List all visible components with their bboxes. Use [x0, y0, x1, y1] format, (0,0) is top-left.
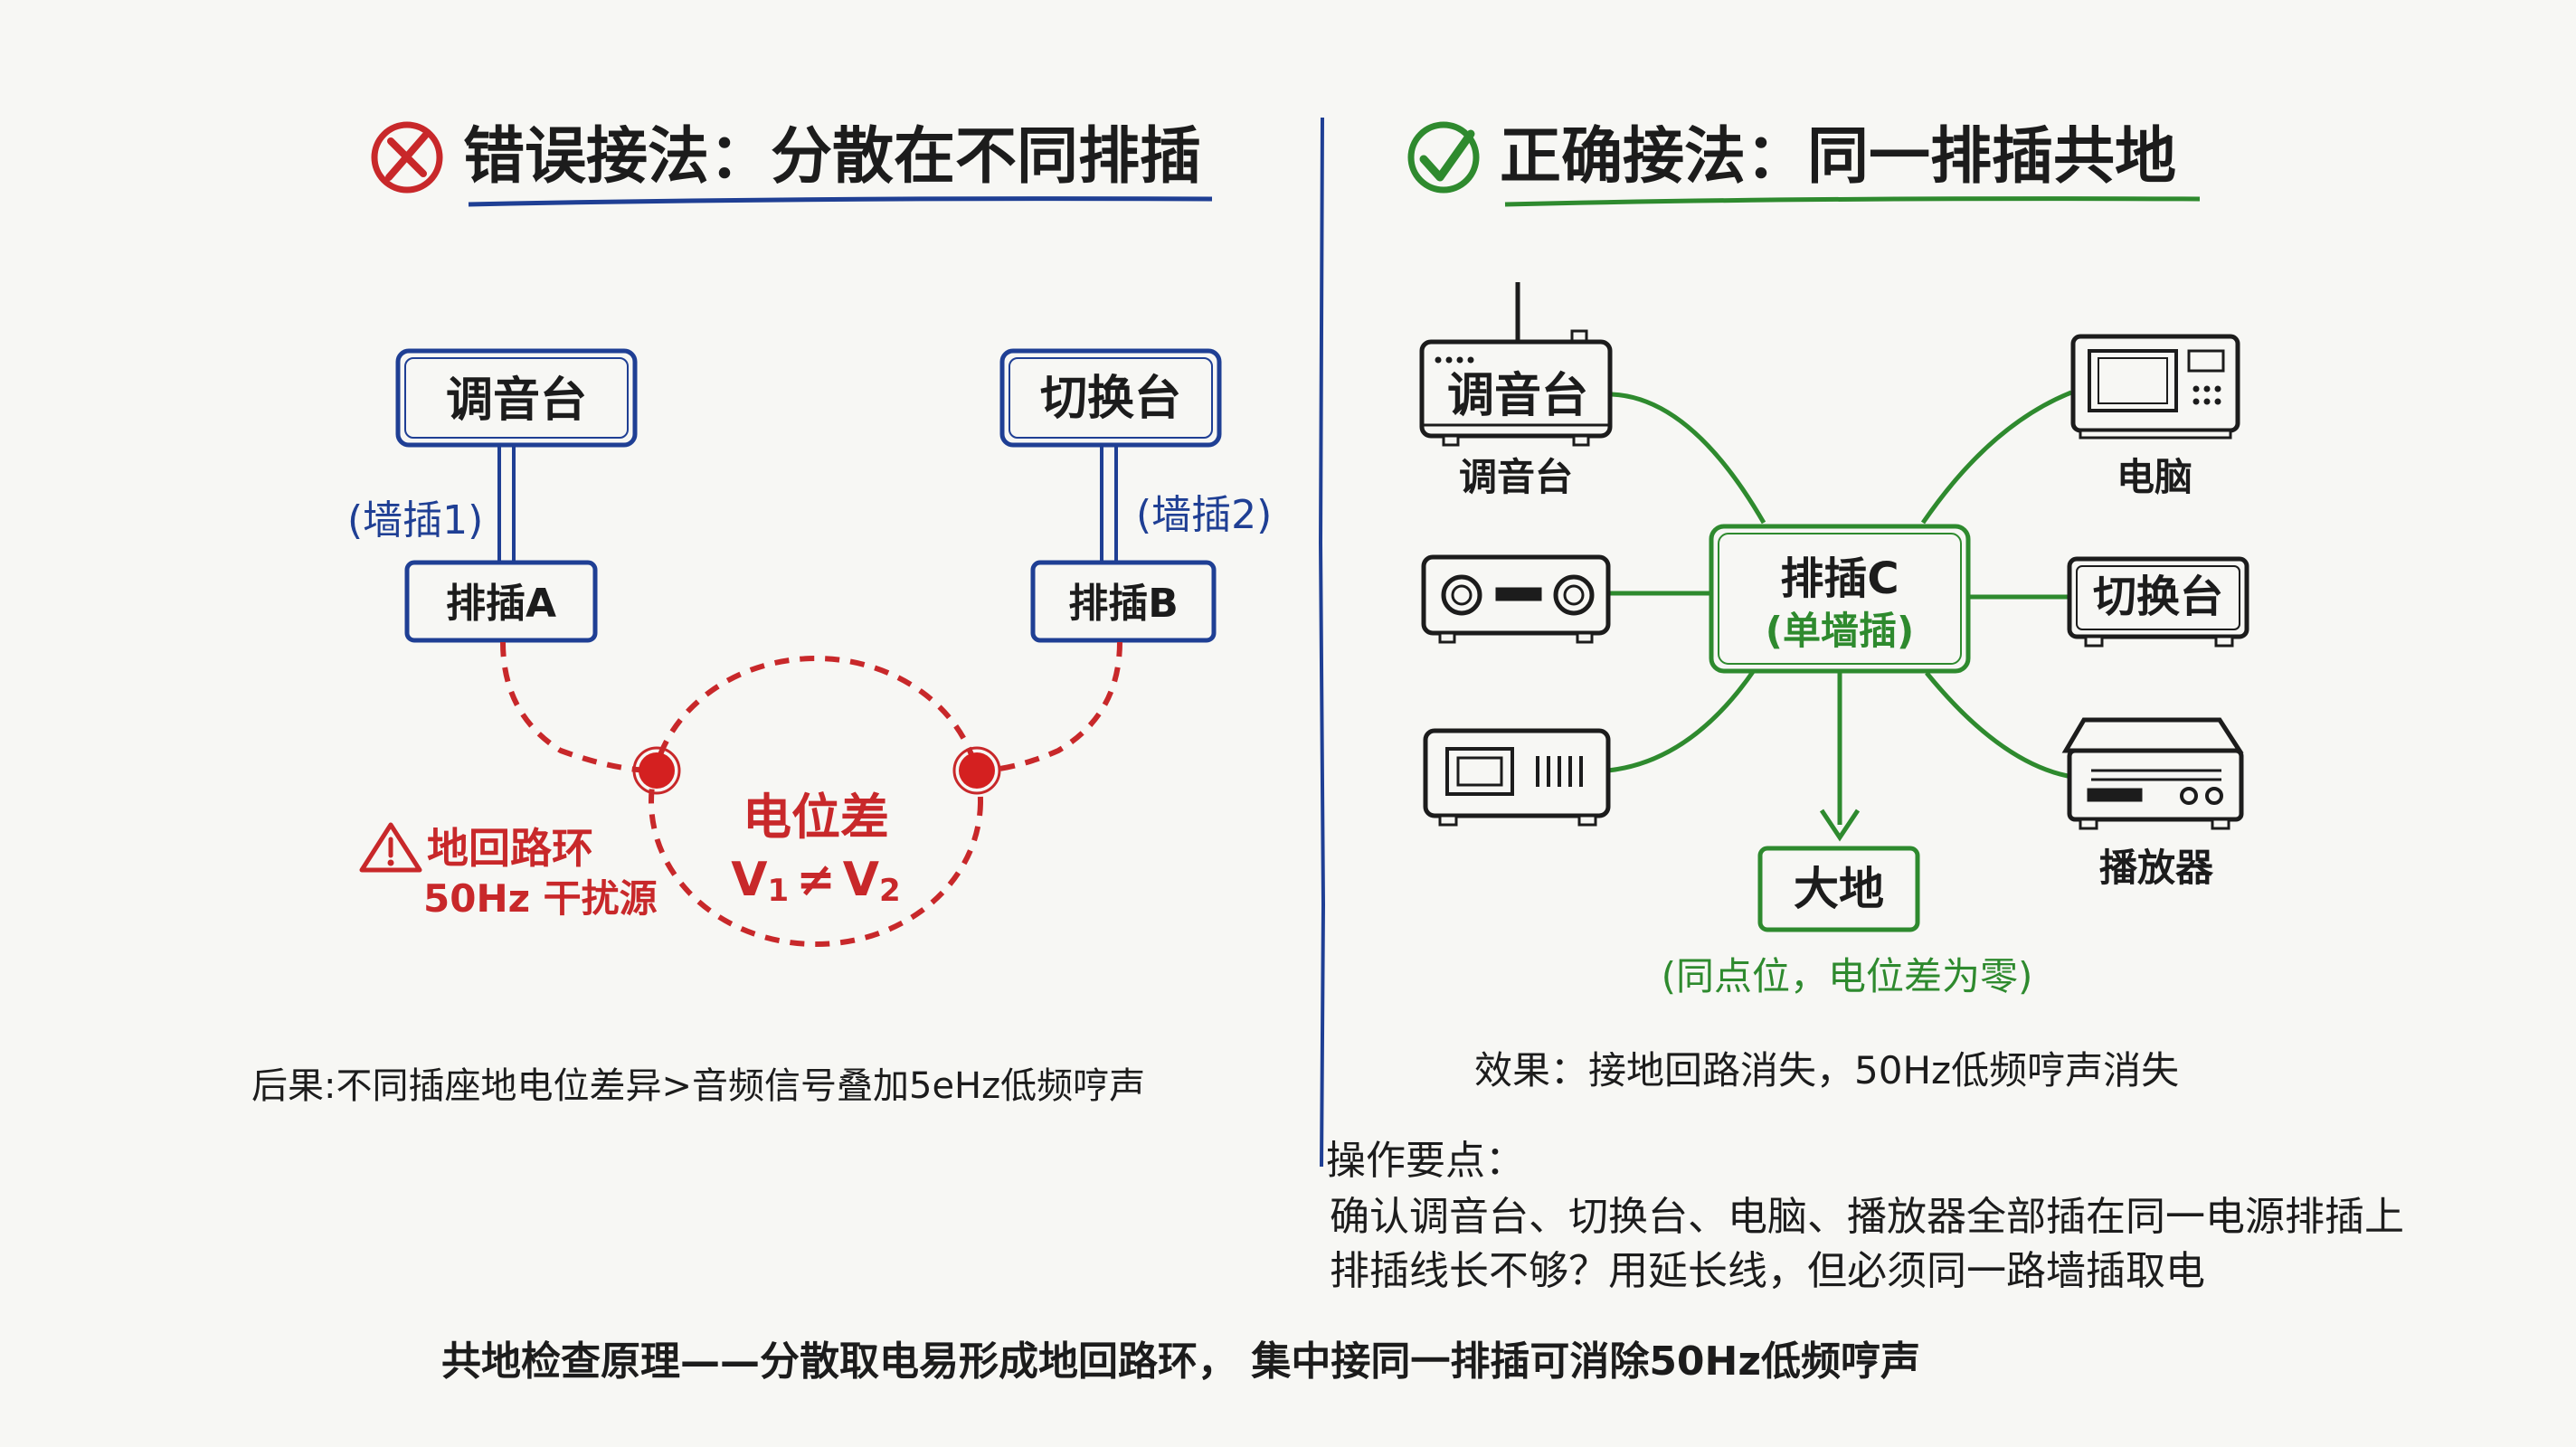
strip-b-label: 排插B [1068, 581, 1179, 627]
receiver-device-icon [1423, 728, 1611, 827]
computer-device-icon [2070, 334, 2240, 440]
right-connections [1607, 390, 2072, 842]
wrong-title-group: 错误接法：分散在不同排插 [371, 121, 1213, 207]
wall-socket-1-label: (墙插1) [347, 497, 483, 544]
interference-source-label: 50Hz 干扰源 [423, 876, 658, 921]
tips-line-1: 确认调音台、切换台、电脑、播放器全部插在同一电源排插上 [1330, 1194, 2404, 1240]
ground-loop [500, 641, 1122, 947]
warning-icon [359, 822, 422, 873]
potential-formula: V1≠V2 [731, 853, 900, 909]
strip-c-label: 排插C [1780, 553, 1899, 604]
tips-title: 操作要点： [1326, 1138, 1525, 1184]
mixer-cable [497, 445, 516, 563]
mixer-label: 调音台 [446, 374, 587, 428]
amplifier-device-icon [1421, 554, 1611, 644]
mixer-device-icon: 调音台 [1419, 282, 1613, 447]
switcher-label: 切换台 [1040, 372, 1181, 426]
mixer-caption: 调音台 [1459, 455, 1573, 499]
strip-a-box: 排插A [404, 560, 598, 643]
computer-caption: 电脑 [2117, 455, 2192, 499]
tips-line-2: 排插线长不够？用延长线，但必须同一路墙插取电 [1330, 1248, 2205, 1294]
strip-b-box: 排插B [1030, 560, 1217, 643]
loop-node-left [632, 746, 681, 795]
switcher-device-text: 切换台 [2093, 572, 2223, 622]
switcher-cable [1100, 445, 1118, 563]
footer-summary: 共地检查原理——分散取电易形成地回路环， 集中接同一排插可消除50Hz低频哼声 [441, 1338, 1920, 1385]
player-device-icon [2061, 717, 2244, 830]
potential-v1: V [731, 853, 767, 907]
potential-v2-sub: 2 [879, 873, 901, 909]
mixer-box: 调音台 [395, 348, 638, 448]
ground-loop-label: 地回路环 [427, 824, 593, 873]
loop-node-right [952, 746, 1001, 795]
strip-a-label: 排插A [446, 581, 556, 627]
ground-box: 大地 [1757, 846, 1920, 932]
center-divider [1318, 117, 1326, 1168]
potential-v2: V [843, 853, 879, 907]
strip-c-sublabel: (单墙插) [1766, 609, 1914, 653]
potential-neq: ≠ [796, 853, 836, 907]
wrong-title: 错误接法：分散在不同排插 [463, 121, 1201, 193]
mixer-device-text: 调音台 [1447, 369, 1588, 423]
consequence-text: 后果:不同插座地电位差异>音频信号叠加5eHz低频哼声 [251, 1065, 1145, 1107]
check-icon [1407, 121, 1480, 194]
switcher-box: 切换台 [999, 348, 1222, 448]
right-title-underline [1504, 196, 2201, 207]
ground-note: (同点位，电位差为零) [1662, 954, 2033, 998]
strip-c-box: 排插C (单墙插) [1709, 524, 1971, 674]
right-title: 正确接法：同一排插共地 [1500, 121, 2176, 193]
wrong-title-underline [468, 196, 1213, 207]
potential-v1-sub: 1 [768, 873, 790, 909]
right-title-group: 正确接法：同一排插共地 [1407, 121, 2201, 207]
effect-text: 效果：接地回路消失，50Hz低频哼声消失 [1474, 1048, 2179, 1092]
wall-socket-2-label: (墙插2) [1136, 492, 1272, 538]
player-caption: 播放器 [2099, 846, 2214, 890]
cross-icon [371, 121, 443, 194]
ground-label: 大地 [1794, 863, 1884, 915]
switcher-device-icon: 切换台 [2067, 556, 2249, 648]
potential-title: 电位差 [743, 789, 889, 846]
